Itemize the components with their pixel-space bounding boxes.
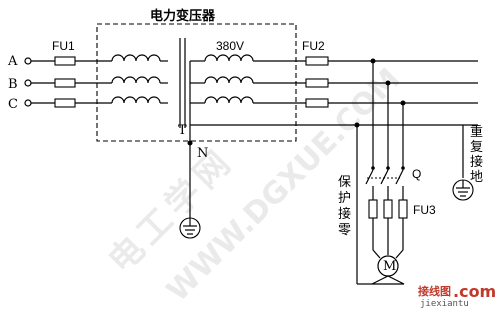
reground-label-2: 复: [470, 140, 483, 155]
branch-a-4: [372, 249, 381, 259]
fuse-primary-label: FU1: [52, 39, 75, 53]
fuse-secondary-b: [305, 78, 329, 88]
logo-name: 接线图: [418, 284, 451, 298]
terminal-a: [24, 57, 32, 65]
reground-label-4: 地: [470, 170, 483, 185]
fuse-motor-label: FU3: [413, 203, 436, 217]
logo-url: jiexiantu: [420, 299, 469, 309]
fuse-motor-b: [383, 199, 393, 219]
phase-label-c: C: [8, 97, 18, 112]
coil-primary-a: [111, 54, 161, 62]
coil-primary-b: [111, 76, 161, 84]
core-label: T: [178, 123, 187, 138]
protect-label-4: 零: [338, 223, 351, 238]
fuse-motor-c: [398, 199, 408, 219]
fuse-secondary-label: FU2: [302, 39, 325, 53]
voltage-label: 380V: [216, 39, 244, 53]
neutral-label: N: [197, 146, 208, 161]
fuse-secondary-a: [305, 56, 329, 66]
protect-label-2: 护: [338, 191, 351, 206]
reground-label-3: 接: [470, 154, 483, 170]
ground-icon-transformer: [179, 217, 201, 239]
fuse-primary-c: [54, 98, 76, 108]
site-logo: 接线图 .com jiexiantu: [418, 282, 496, 309]
fuse-secondary-c: [305, 98, 329, 108]
watermark-site: WWW.DGXUE.COM: [160, 62, 407, 309]
reground-label-1: 重: [470, 124, 483, 140]
branch-c-4: [395, 249, 404, 259]
coil-secondary-a: [204, 54, 254, 62]
ground-icon-repeat: [452, 179, 474, 201]
fuse-primary-a: [54, 56, 76, 66]
terminal-b: [24, 79, 32, 87]
motor-label: M: [383, 259, 396, 274]
coil-primary-c: [111, 96, 161, 104]
phase-label-b: B: [8, 77, 18, 92]
coil-secondary-c: [204, 96, 254, 104]
coil-secondary-b: [204, 76, 254, 84]
phase-label-a: A: [7, 54, 18, 69]
protect-label-1: 保: [338, 175, 351, 190]
terminal-c: [24, 99, 32, 107]
motor-frame: [371, 275, 405, 285]
logo-suffix: .com: [453, 282, 496, 301]
protect-label-3: 接: [338, 206, 351, 222]
fuse-primary-b: [54, 78, 76, 88]
switch-label: Q: [412, 167, 421, 181]
fuse-motor-a: [368, 199, 378, 219]
transformer-title: 电力变压器: [150, 8, 216, 24]
switch-q: [365, 166, 405, 185]
